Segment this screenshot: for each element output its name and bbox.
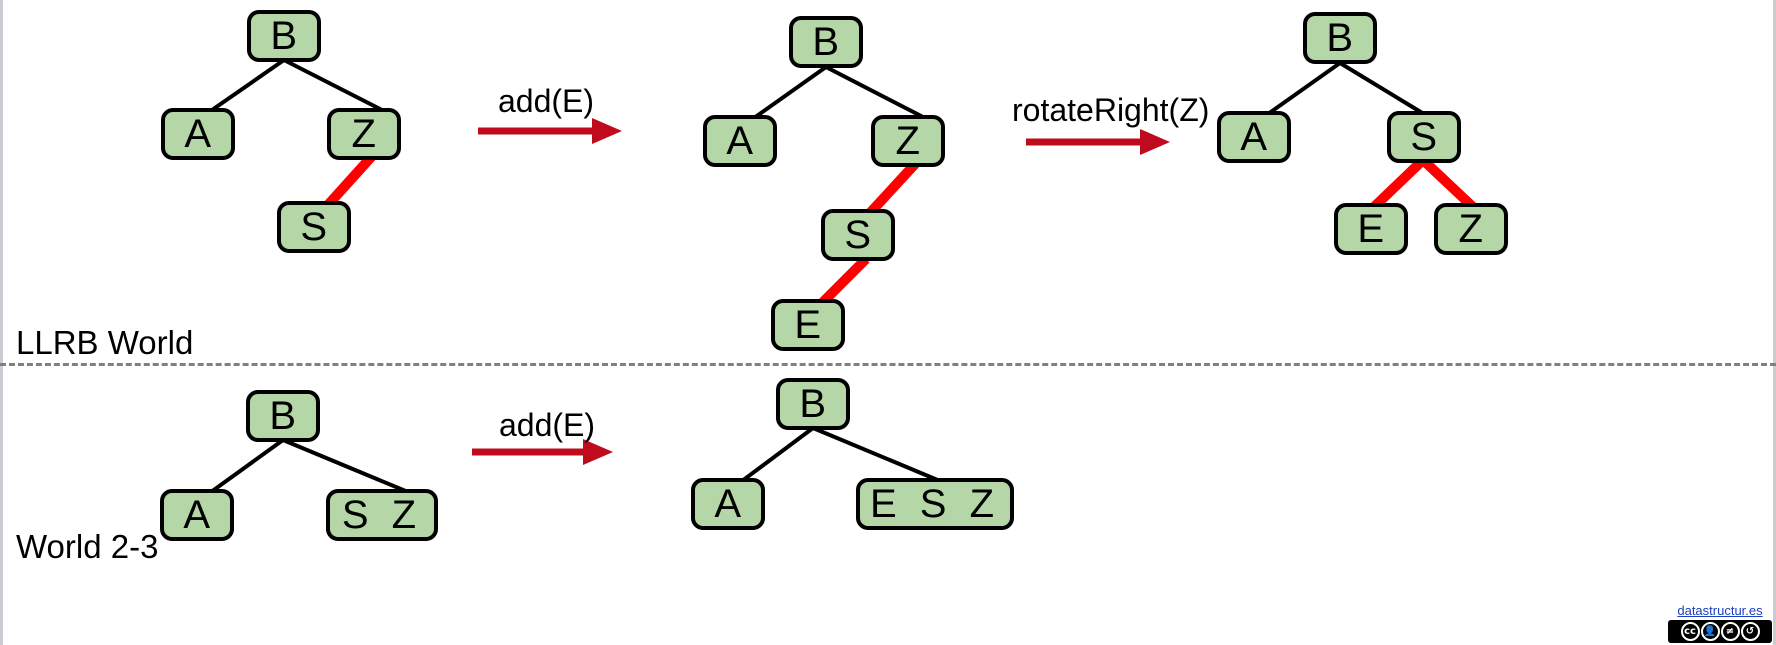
arrow-rotate-right-z <box>1026 129 1170 155</box>
node-b[interactable]: B <box>776 378 850 430</box>
node-z[interactable]: Z <box>327 108 401 160</box>
node-sz[interactable]: S Z <box>326 489 438 541</box>
edge-b-s <box>1338 61 1426 116</box>
edge-b-a <box>210 58 286 112</box>
cc-nc-icon: ≠ <box>1720 622 1740 641</box>
tree-23-after-edges <box>740 426 941 483</box>
page-right-border <box>1773 0 1776 645</box>
edge-z-s-red <box>865 159 920 218</box>
node-a[interactable]: A <box>1217 111 1291 163</box>
caption-world-2-3: World 2-3 <box>16 528 159 565</box>
cc-icon: cc <box>1680 622 1700 641</box>
node-z[interactable]: Z <box>871 115 945 167</box>
edge-s-e-red <box>1370 156 1427 211</box>
op-label-add-e-bottom: add(E) <box>499 407 596 443</box>
node-a[interactable]: A <box>703 115 777 167</box>
edge-s-z-red <box>1419 156 1477 211</box>
edge-b-z <box>283 58 383 112</box>
node-a[interactable]: A <box>691 478 765 530</box>
edge-b-a <box>1266 61 1342 116</box>
node-b[interactable]: B <box>1303 12 1377 64</box>
node-a[interactable]: A <box>160 489 234 541</box>
edge-b-sz <box>282 438 409 494</box>
page-left-border <box>0 0 3 645</box>
edge-b-a <box>752 65 828 120</box>
node-z[interactable]: Z <box>1434 203 1508 255</box>
node-e[interactable]: E <box>1334 203 1408 255</box>
node-b[interactable]: B <box>789 16 863 68</box>
op-label-add-e-top: add(E) <box>498 83 595 119</box>
node-b[interactable]: B <box>246 390 320 442</box>
op-label-rotate-right-z: rotateRight(Z) <box>1012 92 1210 128</box>
watermark-site-link[interactable]: datastructur.es <box>1677 602 1763 618</box>
edge-b-a <box>740 426 815 483</box>
node-b[interactable]: B <box>247 10 321 62</box>
node-a[interactable]: A <box>161 108 235 160</box>
tree-llrb-after-add-edges <box>752 65 926 309</box>
node-s[interactable]: S <box>1387 111 1461 163</box>
creative-commons-badge[interactable]: cc 👤 ≠ ↺ <box>1668 620 1772 643</box>
caption-llrb-world: LLRB World <box>16 324 194 361</box>
edge-z-s-red <box>323 151 377 210</box>
cc-sa-icon: ↺ <box>1740 622 1760 641</box>
watermark: datastructur.es cc 👤 ≠ ↺ <box>1668 602 1772 643</box>
edge-b-a <box>209 438 285 494</box>
node-s[interactable]: S <box>821 209 895 261</box>
cc-by-icon: 👤 <box>1700 622 1720 641</box>
world-divider <box>0 363 1776 366</box>
edge-b-esz <box>812 426 941 483</box>
node-esz[interactable]: E S Z <box>856 478 1014 530</box>
node-s[interactable]: S <box>277 201 351 253</box>
edge-b-z <box>825 65 926 120</box>
tree-23-before-edges <box>209 438 409 494</box>
arrow-add-e-top <box>478 118 622 144</box>
node-e[interactable]: E <box>771 299 845 351</box>
